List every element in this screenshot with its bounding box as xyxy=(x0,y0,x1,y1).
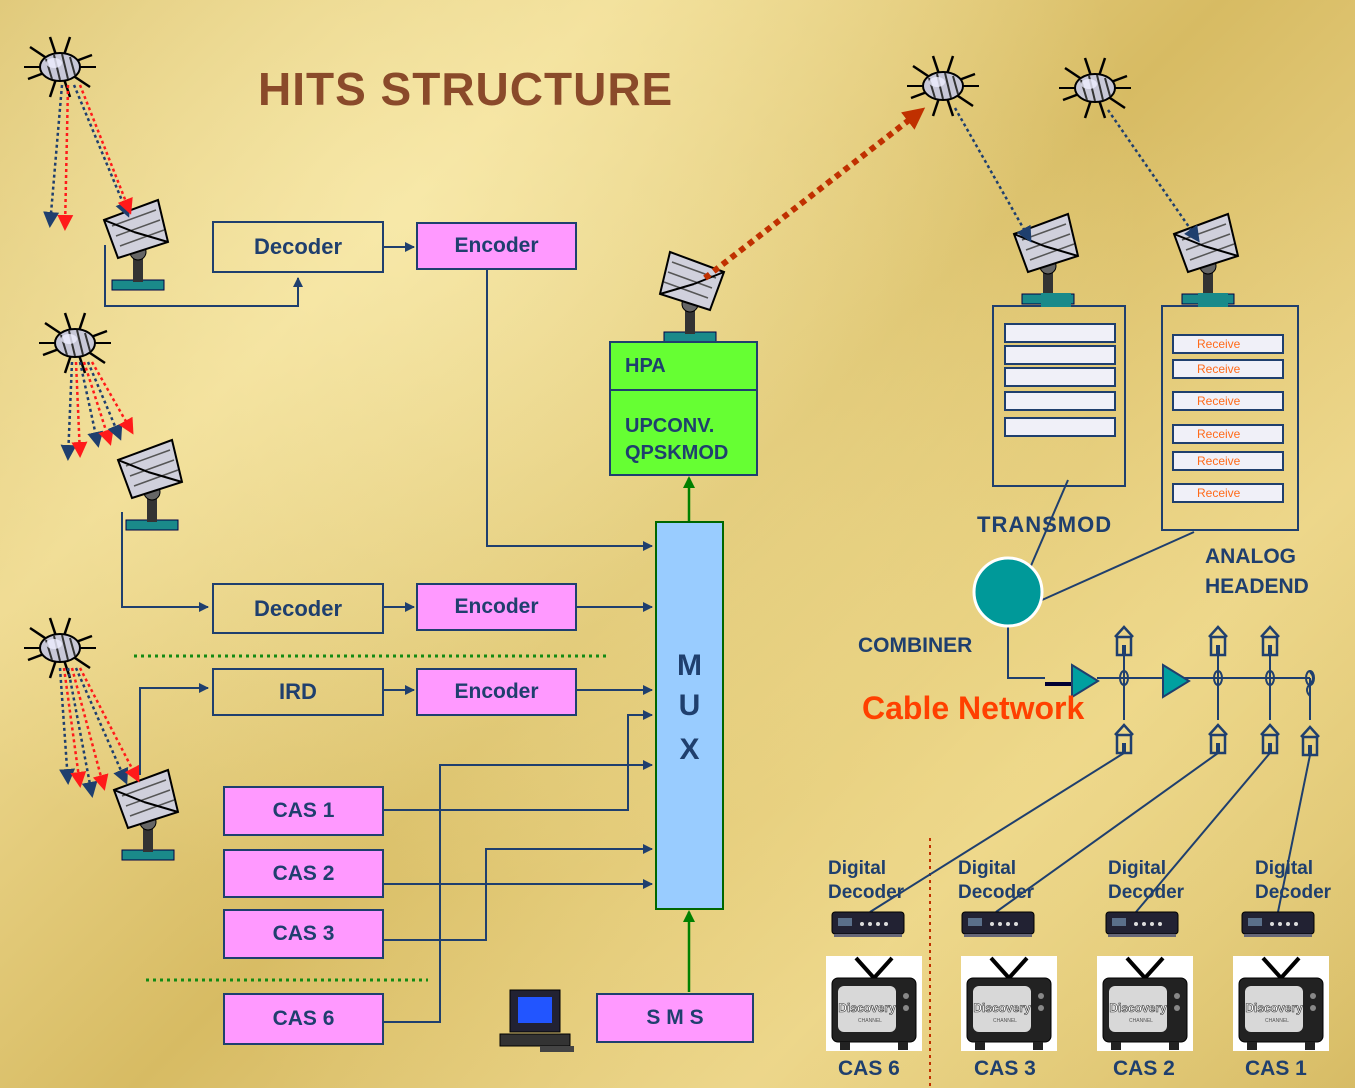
upconv-label: UPCONV. xyxy=(625,415,715,437)
rack-receive-label: Receive xyxy=(1197,427,1241,441)
house-icon xyxy=(1113,723,1135,755)
svg-text:CHANNEL: CHANNEL xyxy=(1265,1018,1289,1024)
svg-text:CHANNEL: CHANNEL xyxy=(993,1018,1017,1024)
combiner-icon xyxy=(972,556,1044,628)
receiver-cas-label: CAS 3 xyxy=(974,1057,1036,1080)
hpa-label: HPA xyxy=(625,355,666,377)
receiver-label-line1: Digital xyxy=(828,858,887,879)
qpskmod-label: QPSKMOD xyxy=(625,442,729,464)
dish-antenna-icon xyxy=(103,199,169,291)
house-icon xyxy=(1113,625,1135,657)
mux-block: M U X xyxy=(655,521,724,910)
ird-box: IRD xyxy=(212,668,384,716)
satellite-icon xyxy=(22,35,98,99)
svg-text:CHANNEL: CHANNEL xyxy=(1129,1018,1153,1024)
house-icon xyxy=(1207,625,1229,657)
encoder-box-2: Encoder xyxy=(416,583,577,631)
cas6-box: CAS 6 xyxy=(223,993,384,1045)
decoder-box-1: Decoder xyxy=(212,221,384,273)
house-icon xyxy=(1207,723,1229,755)
mux-letter-x: X xyxy=(679,733,700,766)
cas1-box: CAS 1 xyxy=(223,786,384,836)
dish-antenna-icon xyxy=(117,439,183,531)
svg-text:Discovery: Discovery xyxy=(1245,1001,1303,1015)
transmod-label: TRANSMOD xyxy=(977,512,1113,537)
dish-antenna-icon xyxy=(113,769,179,861)
satellite-icon xyxy=(1057,56,1133,120)
house-icon xyxy=(1259,723,1281,755)
set-top-box-icon xyxy=(1105,911,1179,938)
svg-text:Discovery: Discovery xyxy=(973,1001,1031,1015)
cas2-box: CAS 2 xyxy=(223,849,384,898)
hpa-divider xyxy=(611,389,756,391)
receiver-cas-label: CAS 1 xyxy=(1245,1057,1307,1080)
decoder-box-2: Decoder xyxy=(212,583,384,634)
receiver-label-line1: Digital xyxy=(1255,858,1314,879)
receiver-cas-label: CAS 2 xyxy=(1113,1057,1175,1080)
amplifier-icon xyxy=(1162,663,1191,699)
headend-label: HEADEND xyxy=(1205,575,1309,598)
rack-receive-label: Receive xyxy=(1197,337,1241,351)
set-top-box-icon xyxy=(831,911,905,938)
receiver-rack-icon xyxy=(1161,305,1299,531)
dish-antenna-icon xyxy=(1173,213,1239,305)
set-top-box-icon xyxy=(961,911,1035,938)
receiver-label-line2: Decoder xyxy=(958,882,1035,903)
computer-icon xyxy=(499,989,574,1052)
rack-receive-label: Receive xyxy=(1197,394,1241,408)
encoder-box-1: Encoder xyxy=(416,222,577,270)
page-title: HITS STRUCTURE xyxy=(258,63,674,115)
svg-text:Discovery: Discovery xyxy=(1109,1001,1167,1015)
rack-receive-label: Receive xyxy=(1197,362,1241,376)
cas3-box: CAS 3 xyxy=(223,909,384,959)
svg-text:CHANNEL: CHANNEL xyxy=(858,1018,882,1024)
mux-letter-u: U xyxy=(678,689,701,722)
dish-antenna-icon xyxy=(659,251,725,343)
svg-text:Discovery: Discovery xyxy=(838,1001,896,1015)
combiner-label: COMBINER xyxy=(858,634,973,657)
mux-letter-m: M xyxy=(677,649,702,682)
receiver-rack-icon xyxy=(992,305,1126,487)
set-top-box-icon xyxy=(1241,911,1315,938)
amplifier-icon xyxy=(1071,663,1100,699)
rack-receive-label: Receive xyxy=(1197,454,1241,468)
hpa-upconverter-block: HPA UPCONV. QPSKMOD xyxy=(609,341,758,476)
satellite-icon xyxy=(905,54,981,118)
rack-receive-label: Receive xyxy=(1197,486,1241,500)
receiver-label-line1: Digital xyxy=(1108,858,1167,879)
house-icon xyxy=(1299,725,1321,757)
receiver-label-line2: Decoder xyxy=(828,882,905,903)
receiver-cas-label: CAS 6 xyxy=(838,1057,900,1080)
analog-label: ANALOG xyxy=(1205,545,1296,568)
cable-network-label: Cable Network xyxy=(862,690,1085,726)
house-icon xyxy=(1259,625,1281,657)
receiver-label-line2: Decoder xyxy=(1108,882,1185,903)
encoder-box-3: Encoder xyxy=(416,668,577,716)
sms-box: S M S xyxy=(596,993,754,1043)
dish-antenna-icon xyxy=(1013,213,1079,305)
receiver-label-line2: Decoder xyxy=(1255,882,1332,903)
receiver-label-line1: Digital xyxy=(958,858,1017,879)
